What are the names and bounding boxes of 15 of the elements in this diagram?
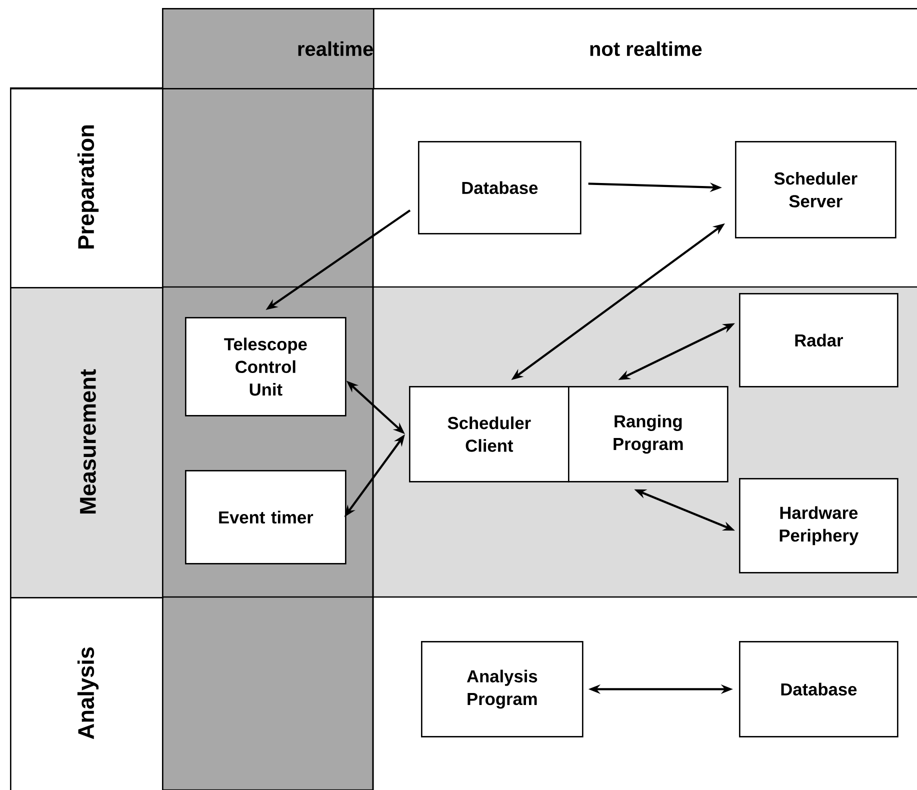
process-box: Radar (739, 293, 898, 388)
process-box: Database (739, 641, 898, 738)
row-header: Analysis (10, 597, 164, 790)
process-box: Analysis Program (421, 641, 584, 738)
column-header: not realtime (373, 8, 917, 90)
process-box: Scheduler Client (409, 386, 570, 482)
process-box: Ranging Program (568, 386, 728, 482)
process-box: Database (418, 141, 582, 234)
process-box: Hardware Periphery (739, 478, 898, 574)
column-header: realtime (162, 8, 374, 90)
process-box: Telescope Control Unit (185, 317, 346, 416)
row-header: Preparation (10, 88, 164, 288)
process-box: Scheduler Server (735, 141, 896, 238)
process-box: Event timer (185, 470, 346, 564)
row-header: Measurement (10, 287, 164, 598)
